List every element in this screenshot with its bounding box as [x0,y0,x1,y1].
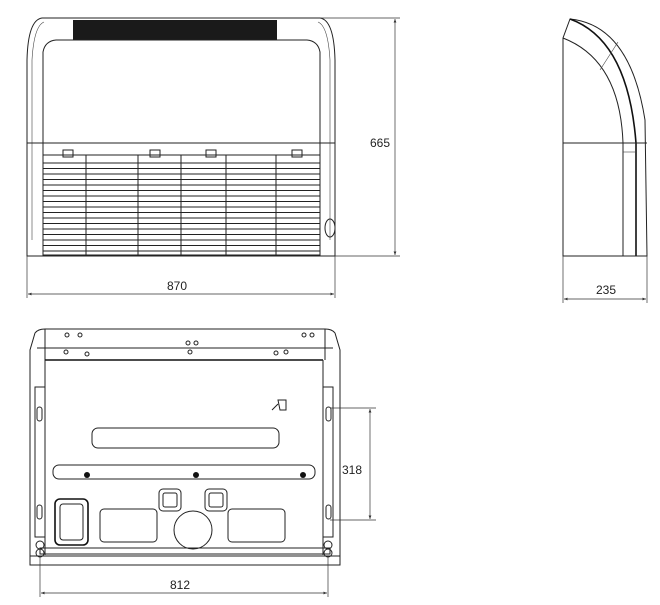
dimension-bracket-spacing: 318 [330,407,376,521]
depth-label: 235 [596,283,616,297]
front-view [26,17,336,257]
width-label: 870 [167,279,187,293]
side-view [562,18,648,257]
rear-width-label: 812 [170,578,190,592]
height-label: 665 [370,136,390,150]
drain-opening [173,510,213,550]
dimension-depth-side: 235 [562,256,648,303]
mounting-bar [52,464,316,480]
bracket-spacing-label: 318 [342,463,362,477]
dimension-height-front: 665 [320,17,400,257]
electrical-box [54,498,89,546]
slot [91,427,280,449]
dimension-width-front: 870 [26,256,336,298]
rear-view [29,328,341,566]
dimension-width-rear: 812 [39,556,329,597]
air-outlet-louver [73,20,277,40]
